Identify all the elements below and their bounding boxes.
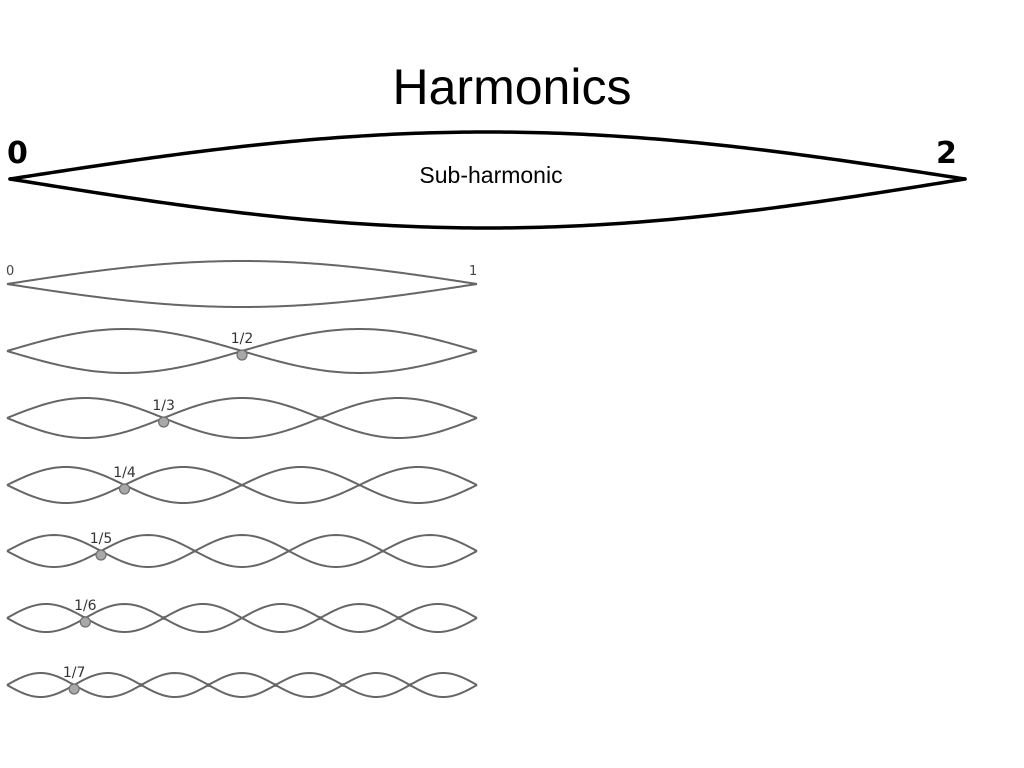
harmonic-7-node-label: 1/7 [63,665,86,681]
harmonic-row-7: 1/7 [6,665,478,699]
harmonic-row-6: 1/6 [6,598,478,634]
harmonic-5-node-label: 1/5 [90,531,113,547]
harmonic-2-node-dot [236,349,248,361]
harmonic-6-lower-curve [6,616,478,634]
subharmonic-upper-curve [8,130,967,181]
harmonic-2-node-label: 1/2 [231,331,254,347]
harmonic-7-lower-curve [6,684,478,699]
harmonic-4-lower-curve [6,483,478,505]
harmonics-group: 1/7 1/6 1/5 1/4 1/3 1/2 0 1 [6,260,478,699]
harmonic-6-node-label: 1/6 [74,598,97,614]
harmonic-4-node-label: 1/4 [113,465,136,481]
harmonic-row-2: 1/2 [6,327,478,375]
harmonic-6-node-dot [79,616,91,628]
harmonic-3-upper-curve [6,396,478,419]
slide-title: Harmonics [392,59,632,115]
harmonic-7-upper-curve [6,671,478,686]
harmonic-7-node-dot [68,683,80,695]
harmonic-1-upper-curve [6,260,478,285]
harmonic-4-upper-curve [6,465,478,487]
harmonic-row-1 [6,260,478,308]
harmonic-row-4: 1/4 [6,465,478,505]
harmonic-3-lower-curve [6,417,478,440]
harmonic-5-upper-curve [6,533,478,553]
harmonic-row-5: 1/5 [6,531,478,569]
harmonic-4-node-dot [118,483,131,495]
fundamental-start-label: 0 [6,264,14,279]
subharmonic-end-label: 2 [936,136,957,171]
fundamental-end-label: 1 [469,264,477,279]
subharmonic-start-label: 0 [7,136,28,171]
harmonic-1-lower-curve [6,283,478,308]
subharmonic-group: Sub-harmonic 0 2 [7,130,967,230]
subharmonic-label: Sub-harmonic [419,162,562,188]
harmonic-row-3: 1/3 [6,396,478,440]
subharmonic-lower-curve [8,177,967,230]
harmonic-5-node-dot [95,549,107,561]
harmonic-5-lower-curve [6,549,478,569]
harmonic-3-node-label: 1/3 [152,398,175,414]
harmonic-3-node-dot [158,416,170,428]
